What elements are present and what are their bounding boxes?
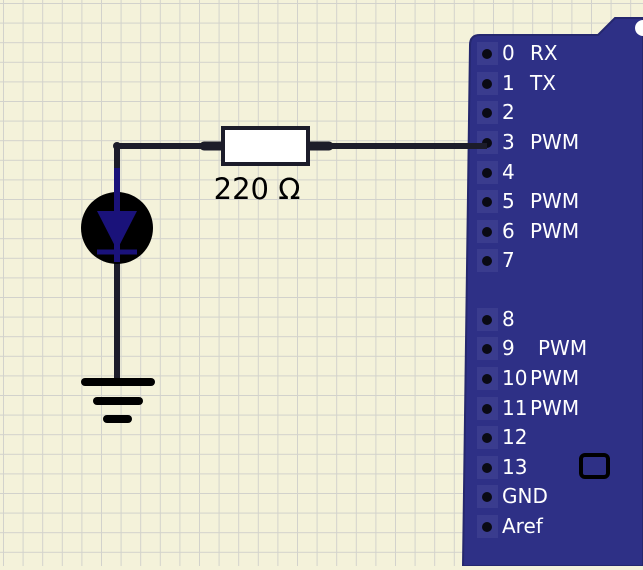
arduino-pin-gnd[interactable]: GND [477, 484, 548, 508]
pin-function-label: PWM [530, 396, 579, 420]
pin-function-label: PWM [538, 336, 587, 360]
resistor-body [221, 126, 310, 166]
pin-number-label: Aref [502, 514, 544, 538]
resistor-label: 220 Ω [214, 172, 301, 206]
pin-function-label: PWM [530, 189, 579, 213]
arduino-pin-7[interactable]: 7 [477, 248, 515, 272]
pin-number-label: 5 [502, 189, 515, 213]
pin-function-label: PWM [530, 219, 579, 243]
pin-hole [482, 463, 492, 473]
arduino-pin-8[interactable]: 8 [477, 307, 515, 331]
pin-number-label: 1 [502, 71, 515, 95]
arduino-pin-3[interactable]: 3 PWM [477, 130, 579, 154]
pin-hole [482, 108, 492, 118]
ground-symbol-icon [81, 378, 155, 423]
onboard-led-icon [579, 453, 610, 479]
pin-number-label: 3 [502, 130, 515, 154]
arduino-pin-6[interactable]: 6 PWM [477, 219, 579, 243]
pin-hole [482, 374, 492, 384]
pin-number-label: 13 [502, 455, 527, 479]
led-anode-triangle [97, 211, 137, 250]
wire-corner [113, 142, 121, 150]
pin-hole [482, 256, 492, 266]
pin-number-label: 7 [502, 248, 515, 272]
arduino-pin-13[interactable]: 13 [477, 455, 527, 479]
pin-function-label: PWM [530, 130, 579, 154]
led-diode-icon[interactable] [81, 168, 153, 264]
arduino-pin-aref[interactable]: Aref [477, 514, 544, 538]
pin-number-label: 6 [502, 219, 515, 243]
pin-number-label: 11 [502, 396, 527, 420]
pin-number-label: 10 [502, 366, 527, 390]
pin-hole [482, 404, 492, 414]
pin-function-label: TX [529, 71, 556, 95]
arduino-pin-12[interactable]: 12 [477, 425, 527, 449]
pin-hole [482, 197, 492, 207]
board-mounting-hole [635, 20, 643, 36]
arduino-pin-2[interactable]: 2 [477, 100, 515, 124]
wires [113, 142, 487, 380]
pin-hole [482, 168, 492, 178]
pin-number-label: 8 [502, 307, 515, 331]
pin-number-label: 2 [502, 100, 515, 124]
arduino-pin-5[interactable]: 5 PWM [477, 189, 579, 213]
pin-hole [482, 315, 492, 325]
arduino-pin-0[interactable]: 0 RX [477, 41, 558, 65]
pin-function-label: RX [530, 41, 558, 65]
pin-hole [482, 522, 492, 532]
arduino-pin-4[interactable]: 4 [477, 160, 515, 184]
pin-hole [482, 344, 492, 354]
pin-hole [482, 433, 492, 443]
pin-number-label: GND [502, 484, 548, 508]
pin-hole [482, 492, 492, 502]
arduino-pin-1[interactable]: 1 TX [477, 71, 556, 95]
pin-hole [482, 227, 492, 237]
pin-function-label: PWM [530, 366, 579, 390]
pin-number-label: 0 [502, 41, 515, 65]
pin-number-label: 12 [502, 425, 527, 449]
pin-hole [482, 79, 492, 89]
resistor[interactable]: 220 Ω [199, 126, 334, 206]
pin-number-label: 4 [502, 160, 515, 184]
arduino-pin-9[interactable]: 9 PWM [477, 336, 587, 360]
pin-hole [482, 49, 492, 59]
pin-number-label: 9 [502, 336, 515, 360]
